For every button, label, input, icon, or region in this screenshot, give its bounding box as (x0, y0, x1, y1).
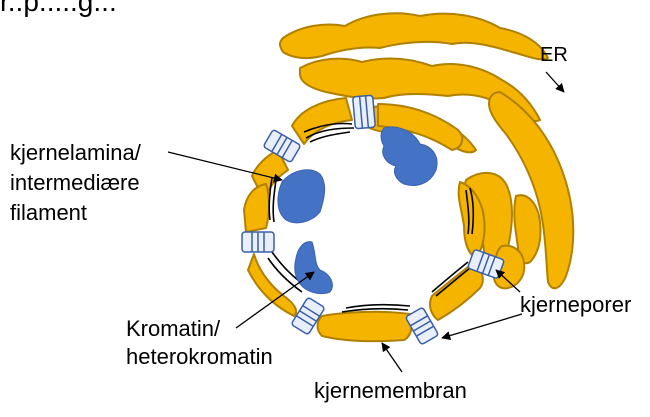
nuclear-pore-icon (353, 95, 376, 129)
nuclear-pore-icon (242, 232, 274, 252)
arrow-er (546, 72, 564, 92)
label-lamina-2: intermediære (10, 170, 140, 196)
membrane-segment (318, 312, 413, 341)
label-chromatin-1: Kromatin/ (126, 316, 220, 342)
header-fragment: r..p.....g... (0, 0, 117, 18)
arrow-membrane (382, 343, 402, 372)
label-membrane: kjernemembran (314, 378, 467, 404)
label-er: ER (540, 42, 568, 68)
label-pores: kjerneporer (520, 292, 631, 318)
label-chromatin-2: heterokromatin (126, 344, 273, 370)
er-sheet-top (280, 13, 548, 59)
membrane-segment (244, 184, 269, 232)
label-lamina-1: kjernelamina/ (10, 140, 141, 166)
chromatin-blob (295, 242, 333, 294)
chromatin (278, 127, 437, 294)
label-lamina-3: filament (10, 200, 87, 226)
chromatin-blob (278, 170, 325, 223)
arrow-pores-2 (442, 314, 522, 338)
